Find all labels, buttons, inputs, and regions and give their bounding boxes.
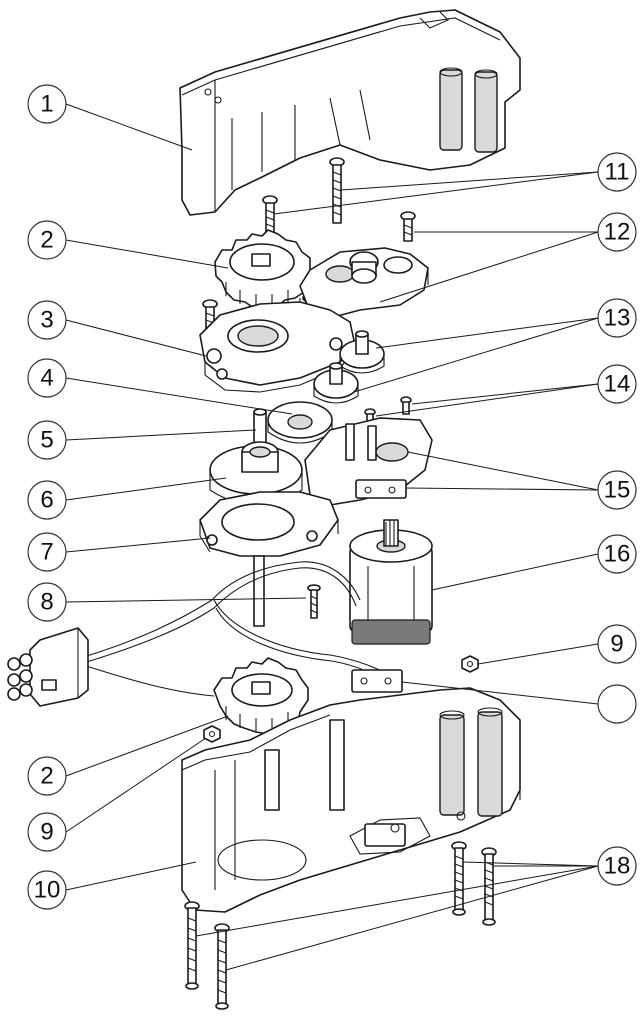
callout-1-label: 1	[40, 91, 53, 118]
electrical-connector	[7, 627, 89, 707]
callout-6-label: 6	[40, 487, 53, 514]
callout-9-left-label: 9	[40, 819, 53, 846]
callout-11: 11	[597, 152, 637, 192]
gearbox-base-15	[304, 417, 433, 506]
callout-5-label: 5	[40, 427, 53, 454]
callout-16: 16	[597, 534, 637, 574]
callout-3-label: 3	[40, 307, 53, 334]
spur-gear-lower	[213, 657, 309, 735]
callout-2-lower: 2	[27, 756, 67, 796]
hex-nut-left	[203, 725, 221, 743]
callout-2-lower-label: 2	[40, 763, 53, 790]
output-gear-6	[209, 441, 303, 506]
callout-13: 13	[597, 298, 637, 338]
leader-lines	[65, 103, 599, 971]
callout-8-label: 8	[40, 589, 53, 616]
long-screw-18d	[214, 923, 230, 1010]
screw-12-top	[400, 211, 416, 242]
callout-10-label: 10	[34, 877, 61, 904]
callout-12: 12	[597, 212, 637, 252]
callout-2-upper: 2	[27, 220, 67, 260]
callout-16-label: 16	[604, 541, 631, 568]
callout-12-label: 12	[604, 219, 631, 246]
long-screw-18c	[184, 901, 200, 990]
long-shaft	[253, 555, 265, 627]
microswitch	[351, 669, 403, 693]
long-screw-18b	[481, 847, 497, 926]
callout-7: 7	[27, 532, 67, 572]
callout-5: 5	[27, 420, 67, 460]
callout-8: 8	[27, 582, 67, 622]
callout-15-label: 15	[604, 477, 631, 504]
callout-11-label: 11	[605, 159, 630, 186]
callout-3: 3	[27, 300, 67, 340]
gearbox-lid	[199, 301, 356, 393]
callout-9-right-label: 9	[610, 631, 623, 658]
callout-9-right: 9	[597, 624, 637, 664]
callout-6: 6	[27, 480, 67, 520]
callout-14-label: 14	[604, 371, 631, 398]
callout-4-label: 4	[40, 365, 53, 392]
callout-14: 14	[597, 364, 637, 404]
top-housing-cover	[179, 9, 521, 216]
callout-7-label: 7	[40, 539, 53, 566]
bottom-housing	[181, 687, 521, 913]
spur-gear-upper	[214, 229, 311, 309]
callout-2-upper-label: 2	[40, 227, 53, 254]
long-screw-18a	[451, 841, 467, 916]
callout-10: 10	[27, 870, 67, 910]
callout-18: 18	[597, 846, 637, 886]
callout-17-empty	[597, 684, 637, 724]
gearbox-tray-7	[199, 491, 339, 557]
hex-nut-right	[461, 655, 479, 673]
callout-1: 1	[27, 84, 67, 124]
callout-13-label: 13	[604, 305, 631, 332]
gear-13-upper	[339, 330, 385, 374]
callout-15: 15	[597, 470, 637, 510]
callout-9-left: 9	[27, 812, 67, 852]
callout-18-label: 18	[604, 853, 631, 880]
gear-4	[267, 401, 333, 444]
callout-4: 4	[27, 358, 67, 398]
screw-8	[307, 584, 321, 619]
gearbox-cover-12	[299, 247, 429, 327]
screw-11-right	[329, 157, 345, 224]
motor-16	[349, 519, 433, 645]
gear-13-lower	[313, 362, 359, 404]
